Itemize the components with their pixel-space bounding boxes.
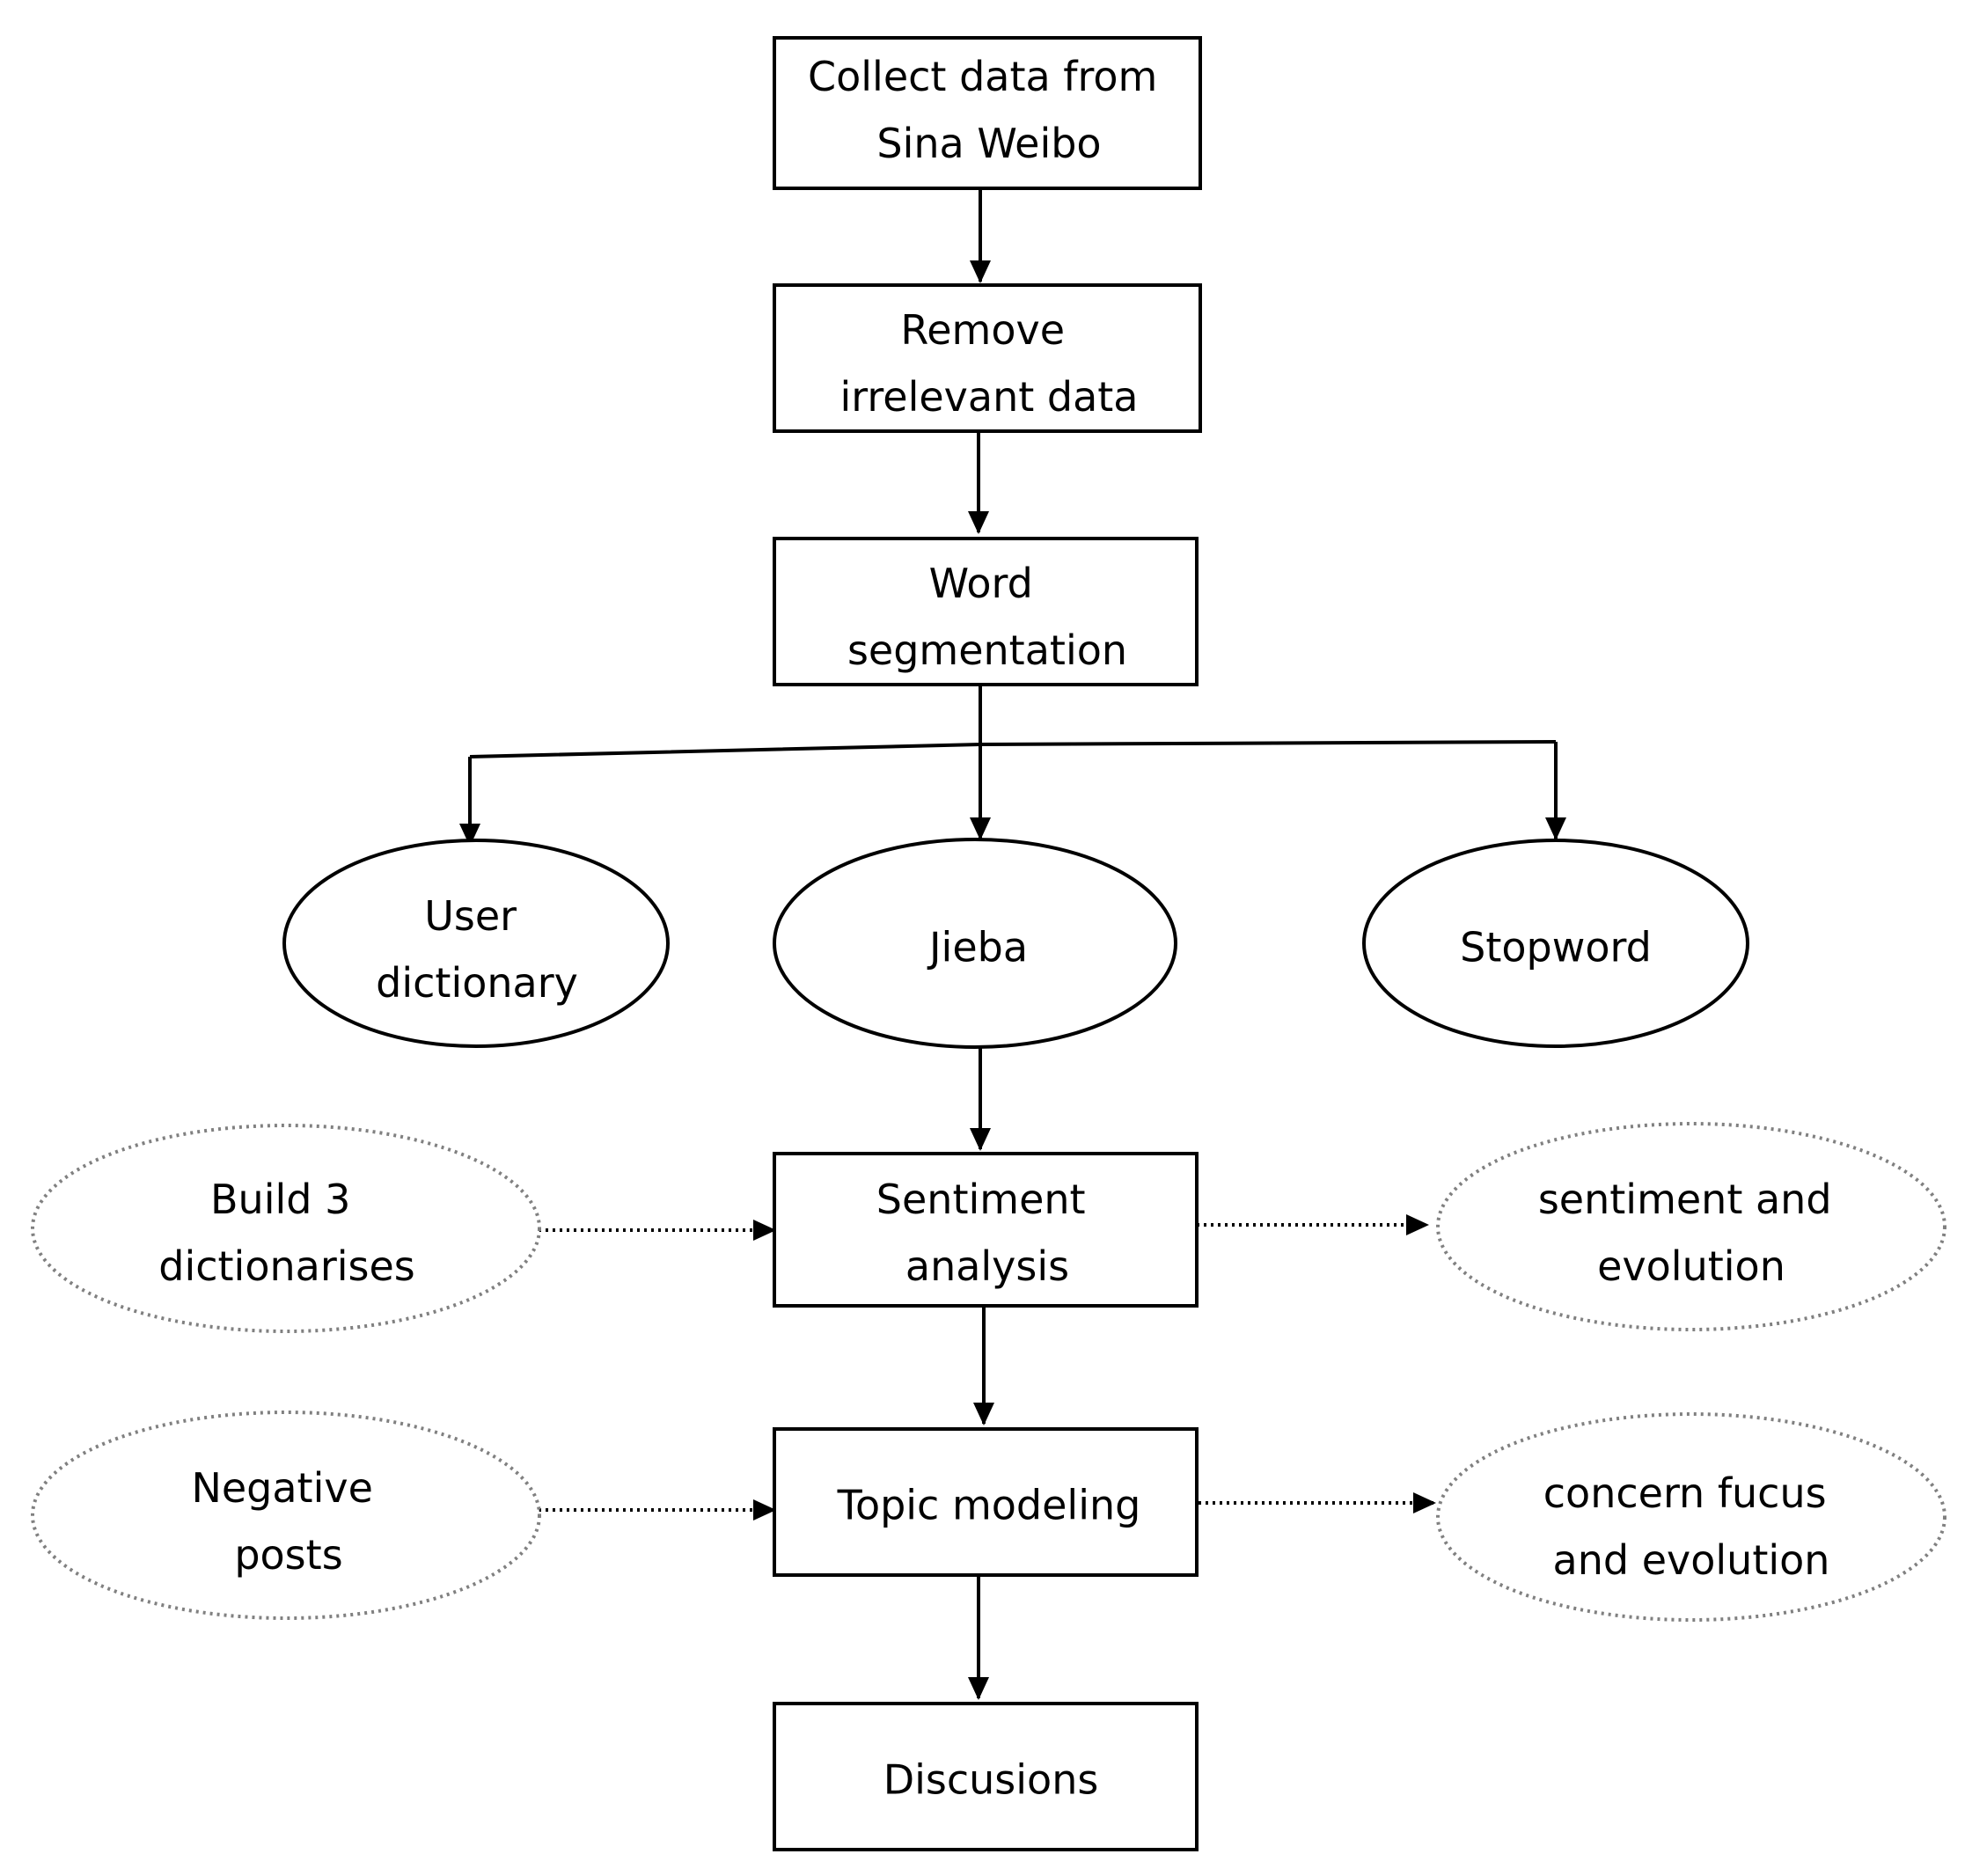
node-sentiment-evolution: sentiment and evolution <box>1436 1122 1946 1331</box>
node-remove-irrelevant-label: Remove irrelevant data <box>839 306 1138 421</box>
node-negative-posts-line-2: posts <box>234 1531 342 1579</box>
node-remove-irrelevant-box <box>773 283 1202 433</box>
node-concern-evolution: concern fucus and evolution <box>1436 1412 1946 1622</box>
node-negative-posts: Negative posts <box>31 1411 541 1620</box>
node-concern-evolution-ellipse <box>1436 1412 1946 1622</box>
node-build-dictionaries-line-1: Build 3 <box>210 1176 350 1223</box>
edge-segmentation-branch-bar <box>469 740 1557 758</box>
node-word-segmentation: Word segmentation <box>773 537 1199 686</box>
node-sentiment-analysis-label: Sentiment analysis <box>876 1176 1098 1290</box>
node-collect-data-box <box>773 36 1202 190</box>
node-jieba-label: Jieba <box>927 924 1028 971</box>
node-collect-data-line-1: Collect data from <box>808 53 1157 100</box>
node-build-dictionaries-label: Build 3 dictionarises <box>158 1176 415 1290</box>
node-stopword-ellipse <box>1362 839 1749 1048</box>
node-word-segmentation-label: Word segmentation <box>847 560 1127 674</box>
node-word-segmentation-line-1: Word <box>929 560 1033 607</box>
node-negative-posts-ellipse <box>31 1411 541 1620</box>
node-word-segmentation-box <box>773 537 1199 686</box>
node-user-dictionary-ellipse <box>282 839 670 1048</box>
node-concern-evolution-line-2: and evolution <box>1553 1536 1830 1584</box>
edges <box>459 188 1566 1700</box>
node-collect-data-label: Collect data from Sina Weibo <box>808 53 1170 167</box>
node-topic-modeling-box <box>773 1427 1199 1577</box>
node-discussions-label: Discusions <box>883 1756 1099 1804</box>
node-user-dictionary-label: User dictionary <box>376 892 578 1007</box>
node-sentiment-evolution-line-2: evolution <box>1597 1242 1785 1290</box>
node-user-dictionary-line-2: dictionary <box>376 959 578 1007</box>
node-remove-irrelevant: Remove irrelevant data <box>773 283 1202 433</box>
node-sentiment-analysis-line-1: Sentiment <box>876 1176 1086 1223</box>
node-sentiment-analysis-box <box>773 1152 1199 1308</box>
node-user-dictionary: User dictionary <box>282 839 670 1048</box>
node-negative-posts-line-1: Negative <box>191 1464 372 1512</box>
node-discussions-box <box>773 1702 1199 1851</box>
node-sentiment-evolution-label: sentiment and evolution <box>1538 1176 1844 1290</box>
node-concern-evolution-line-1: concern fucus <box>1543 1469 1827 1517</box>
node-negative-posts-label: Negative posts <box>191 1464 385 1579</box>
node-collect-data: Collect data from Sina Weibo <box>773 36 1202 190</box>
node-remove-irrelevant-line-1: Remove <box>900 306 1065 354</box>
nodes: Collect data from Sina Weibo Remove irre… <box>31 36 1946 1851</box>
node-topic-modeling: Topic modeling <box>773 1427 1199 1577</box>
node-remove-irrelevant-line-2: irrelevant data <box>839 373 1138 421</box>
node-sentiment-evolution-line-1: sentiment and <box>1538 1176 1832 1223</box>
node-user-dictionary-line-1: User <box>424 892 517 940</box>
node-sentiment-analysis: Sentiment analysis <box>773 1152 1199 1308</box>
node-word-segmentation-line-2: segmentation <box>847 627 1127 674</box>
node-stopword: Stopword <box>1362 839 1749 1048</box>
node-stopword-label: Stopword <box>1460 924 1652 971</box>
node-jieba-ellipse <box>773 838 1177 1049</box>
node-discussions: Discusions <box>773 1702 1199 1851</box>
node-topic-modeling-label: Topic modeling <box>837 1482 1141 1529</box>
node-sentiment-evolution-ellipse <box>1436 1122 1946 1331</box>
node-build-dictionaries-line-2: dictionarises <box>158 1242 415 1290</box>
node-build-dictionaries: Build 3 dictionarises <box>31 1124 541 1333</box>
node-build-dictionaries-ellipse <box>31 1124 541 1333</box>
node-sentiment-analysis-line-2: analysis <box>905 1242 1069 1290</box>
node-jieba: Jieba <box>773 838 1177 1049</box>
node-concern-evolution-label: concern fucus and evolution <box>1543 1469 1839 1584</box>
node-collect-data-line-2: Sina Weibo <box>876 120 1101 167</box>
